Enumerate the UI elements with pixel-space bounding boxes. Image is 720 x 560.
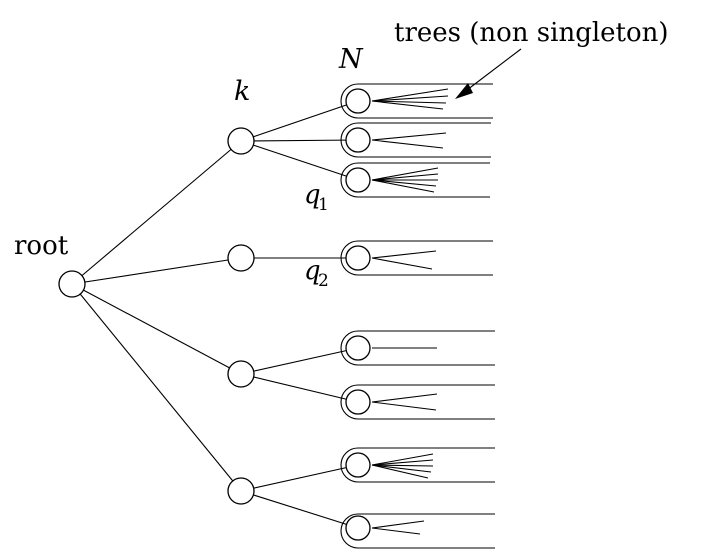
edge-root-k2: [71, 257, 242, 285]
subtree-7: [340, 447, 495, 483]
edge-k1-n3: [240, 140, 359, 181]
edge-root-k1: [71, 140, 242, 285]
root-edges: [71, 140, 242, 492]
label-q1-subscript: 1: [318, 195, 329, 215]
node-k2: [227, 244, 255, 272]
subtree-3: [340, 162, 490, 198]
k-edges: [240, 100, 359, 529]
subtree-4: [340, 240, 493, 276]
node-root: [58, 270, 86, 298]
label-N: N: [338, 44, 364, 75]
subtree-6: [340, 384, 495, 420]
node-n6: [345, 389, 371, 415]
node-k3: [227, 360, 255, 388]
node-k1: [227, 127, 255, 155]
edge-k4-n7: [240, 464, 359, 492]
node-n1: [345, 88, 371, 114]
node-n3: [345, 167, 371, 193]
label-q1: q: [304, 180, 321, 210]
edge-k3-n5: [240, 347, 359, 375]
edge-k1-n2: [240, 139, 359, 142]
node-n2: [345, 127, 371, 153]
subtree-2: [340, 122, 491, 158]
edge-k1-n1: [240, 100, 359, 142]
node-n5: [345, 335, 371, 361]
label-k: k: [234, 76, 250, 107]
subtree-8: [340, 513, 495, 549]
upper-nodes: [58, 127, 255, 505]
arrowhead-icon: [455, 83, 473, 99]
node-n7: [345, 452, 371, 478]
label-q2: q: [304, 256, 321, 286]
label-root: root: [14, 231, 69, 261]
subtree-5: [340, 330, 495, 366]
subtrees: [340, 83, 495, 549]
node-n8: [345, 515, 371, 541]
edge-k3-n6: [240, 373, 359, 403]
label-q2-subscript: 2: [318, 271, 329, 291]
annotation-arrow: [455, 48, 522, 99]
edge-root-k4: [71, 283, 242, 492]
edge-k4-n8: [240, 490, 359, 529]
edge-root-k3: [71, 283, 242, 375]
subtree-1: [340, 83, 493, 119]
label-trees-note: trees (non singleton): [394, 18, 669, 48]
node-k4: [227, 477, 255, 505]
node-n4: [345, 245, 371, 271]
